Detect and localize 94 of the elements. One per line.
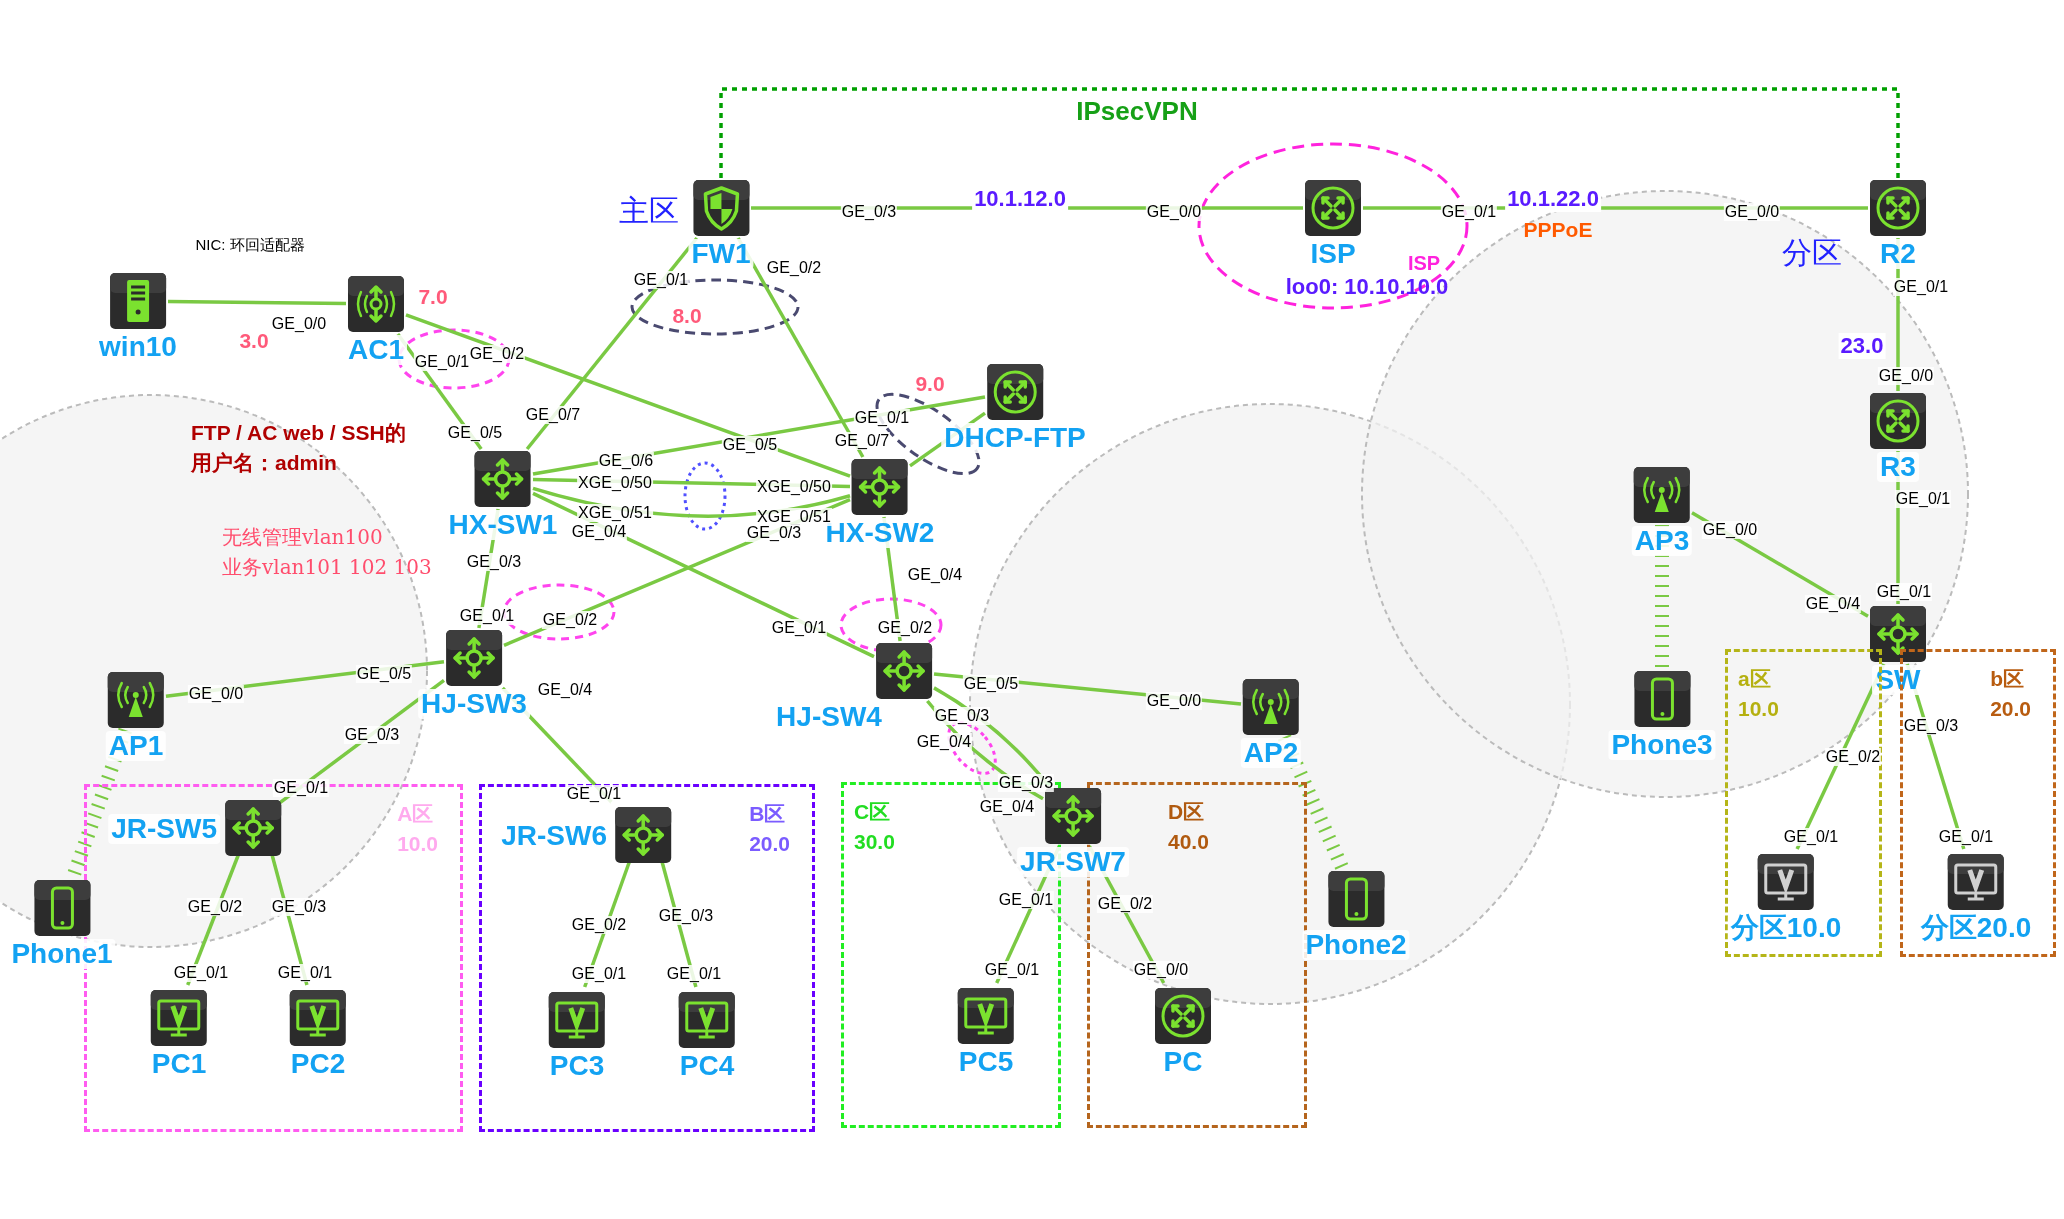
port-label: GE_0/3 <box>657 907 715 925</box>
port-label: GE_0/3 <box>270 898 328 916</box>
zone-label: 主区 <box>619 191 679 230</box>
port-label: GE_0/1 <box>997 891 1055 909</box>
port-label: GE_0/3 <box>997 774 1055 792</box>
address-label: loo0: 10.10.10.0 <box>1285 274 1449 300</box>
subnet-label: 3.0 <box>239 329 269 353</box>
edge-label: IPsecVPN <box>1075 95 1199 127</box>
subnet-label: 20.0 <box>749 831 790 857</box>
port-label: GE_0/0 <box>1723 203 1781 221</box>
port-label: GE_0/2 <box>876 619 934 637</box>
device-name: JR-SW5 <box>108 814 220 844</box>
device-name: FW1 <box>688 239 754 269</box>
zone-title: a区 <box>1738 666 1772 692</box>
device-name: R3 <box>1877 452 1919 482</box>
port-label: GE_0/3 <box>1902 717 1960 735</box>
zone-title: C区 <box>854 799 892 825</box>
subnet-label: 10.0 <box>1738 696 1779 722</box>
port-label: GE_0/3 <box>343 726 401 744</box>
port-label: XGE_0/50 <box>577 474 653 492</box>
device-name: AC1 <box>345 335 407 365</box>
port-label: GE_0/4 <box>978 798 1036 816</box>
port-label: GE_0/2 <box>1096 895 1154 913</box>
subnet-label: 40.0 <box>1168 829 1209 855</box>
subnet-label: 20.0 <box>1990 696 2031 722</box>
port-label: GE_0/0 <box>1132 961 1190 979</box>
port-label: GE_0/1 <box>1894 490 1952 508</box>
port-label: GE_0/4 <box>915 733 973 751</box>
port-label: GE_0/3 <box>745 524 803 542</box>
network-link <box>405 313 851 478</box>
port-label: GE_0/5 <box>721 436 779 454</box>
port-label: GE_0/1 <box>1892 278 1950 296</box>
port-label: GE_0/1 <box>565 785 623 803</box>
port-label: GE_0/1 <box>1937 828 1995 846</box>
port-label: XGE_0/50 <box>756 478 832 496</box>
port-label: GE_0/4 <box>906 566 964 584</box>
zone-title: A区 <box>397 801 435 827</box>
vpn-tunnel-line <box>719 87 1900 178</box>
network-link <box>167 299 347 306</box>
device-name: Phone3 <box>1608 730 1716 760</box>
zone-title: B区 <box>749 801 787 827</box>
port-label: GE_0/1 <box>853 409 911 427</box>
note-text: 业务vlan101 102 103 <box>222 553 432 581</box>
subnet-label: 7.0 <box>418 285 448 309</box>
note-text: FTP / AC web / SSH的 <box>191 420 406 446</box>
port-label: GE_0/1 <box>1782 828 1840 846</box>
device-name: HJ-SW3 <box>418 689 530 719</box>
port-label: GE_0/2 <box>541 611 599 629</box>
device-name: AP1 <box>105 731 167 761</box>
note-text: 无线管理vlan100 <box>222 523 383 551</box>
note-text: NIC: 环回适配器 <box>195 235 305 255</box>
port-label: GE_0/5 <box>962 675 1020 693</box>
port-label: GE_0/1 <box>272 779 330 797</box>
port-label: GE_0/1 <box>458 607 516 625</box>
port-label: GE_0/7 <box>524 406 582 424</box>
port-label: GE_0/3 <box>465 553 523 571</box>
device-name: AP3 <box>1631 526 1693 556</box>
subnet-label: 9.0 <box>915 372 945 396</box>
port-label: GE_0/2 <box>765 259 823 277</box>
zone-title: D区 <box>1168 799 1206 825</box>
port-label: GE_0/3 <box>933 707 991 725</box>
device-name: AP2 <box>1240 738 1302 768</box>
port-label: GE_0/0 <box>1145 203 1203 221</box>
port-label: GE_0/2 <box>1824 748 1882 766</box>
port-label: GE_0/6 <box>597 452 655 470</box>
port-label: XGE_0/51 <box>577 504 653 522</box>
subnet-label: 8.0 <box>672 304 702 328</box>
zone-label: 分区 <box>1782 233 1842 272</box>
port-label: GE_0/3 <box>840 203 898 221</box>
device-name: Phone2 <box>1302 930 1410 960</box>
wireless-link <box>1655 525 1669 669</box>
subnet-label: 30.0 <box>854 829 895 855</box>
subnet-label: 10.0 <box>397 831 438 857</box>
port-label: GE_0/2 <box>186 898 244 916</box>
port-label: GE_0/4 <box>570 523 628 541</box>
port-label: GE_0/1 <box>413 353 471 371</box>
note-text: 用户名：admin <box>191 450 337 476</box>
area-label: ISP <box>1407 251 1441 275</box>
link-type-label: PPPoE <box>1523 218 1593 242</box>
port-label: GE_0/2 <box>468 345 526 363</box>
port-label: GE_0/0 <box>1701 521 1759 539</box>
edge-label: 23.0 <box>1838 333 1886 359</box>
port-label: GE_0/0 <box>1877 367 1935 385</box>
port-label: GE_0/5 <box>446 424 504 442</box>
port-label: GE_0/1 <box>1440 203 1498 221</box>
port-label: GE_0/1 <box>770 619 828 637</box>
port-label: GE_0/1 <box>1875 583 1933 601</box>
port-label: GE_0/2 <box>570 916 628 934</box>
device-name: JR-SW7 <box>1017 847 1129 877</box>
port-label: GE_0/0 <box>1145 692 1203 710</box>
zone-title: b区 <box>1990 666 2025 692</box>
port-label: GE_0/7 <box>833 432 891 450</box>
port-label: GE_0/5 <box>355 665 413 683</box>
port-label: GE_0/4 <box>1804 595 1862 613</box>
